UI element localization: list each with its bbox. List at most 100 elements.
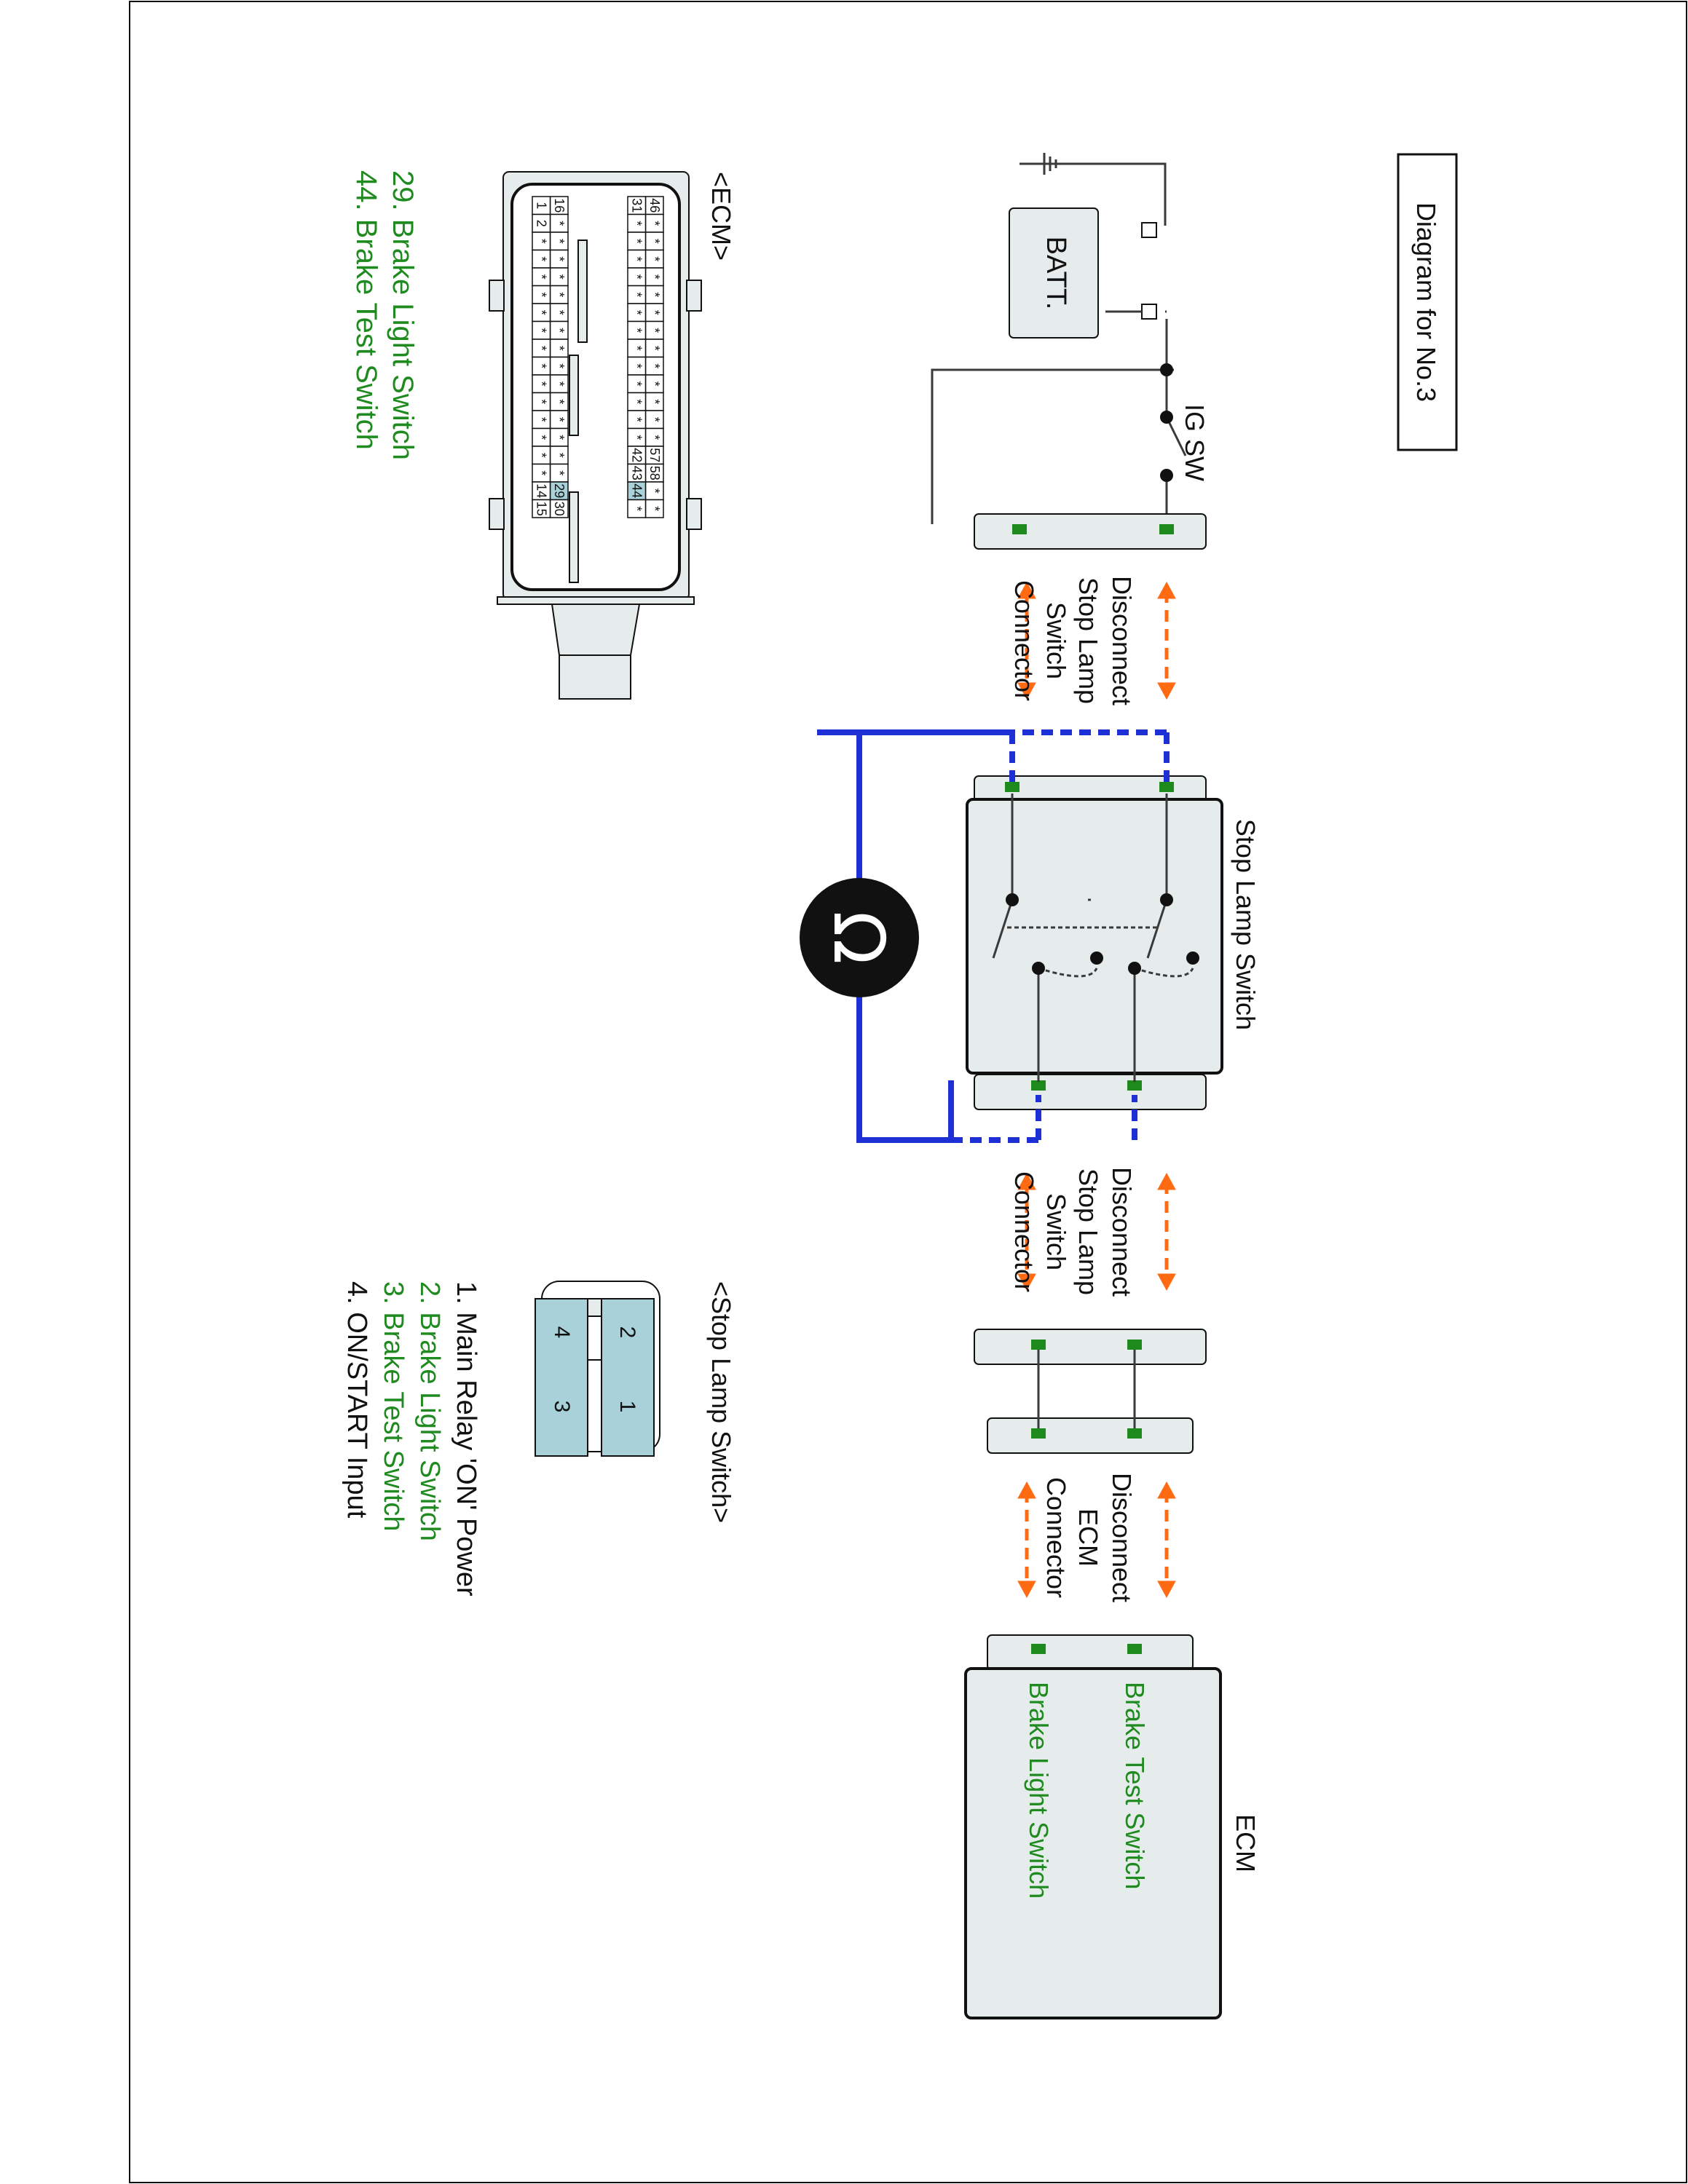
ohm-symbol: Ω [818,911,899,964]
ecm-pin-label: * [552,256,567,261]
ecm-pin-label: * [629,328,644,333]
ecm-pin-cell [532,499,551,518]
ig-switch-contact-b [1160,469,1173,482]
ohmmeter-icon [800,878,919,997]
ecm-pin-label: * [629,292,644,297]
disconnect-arrow-1 [1017,581,1176,700]
switch-contact [1128,962,1141,975]
ecm-pin-label: * [534,292,548,297]
pin-label: 3 [550,1401,574,1413]
ecm-pin-label: * [647,381,662,387]
ecm-pin-label: * [647,399,662,404]
ig-switch-contact-a [1160,411,1173,424]
legend-item: 3. Brake Test Switch [378,1281,409,1532]
ecm-pin-grid: 46*************5758**31*************4243… [532,196,664,518]
ecm-pin-label: * [629,417,644,422]
ecm-pin-cell [627,499,647,518]
ig-switch-label: IG SW [1180,404,1210,481]
switch-contact [1032,962,1045,975]
ecm-pin-label: * [647,417,662,422]
ecm-pin-label: * [534,256,548,261]
ecm-pin-label: * [534,435,548,440]
ecm-legend: 29. Brake Light Switch 44. Brake Test Sw… [350,170,419,460]
ecm-pin-label: * [629,310,644,315]
ecm-pin-label: * [629,399,644,404]
ecm-pin-label: * [534,363,548,368]
ecm-connector-housing [489,171,702,700]
terminal [1031,1644,1046,1654]
terminal [1031,1428,1046,1439]
svg-text:29. Brake Light Switch: 29. Brake Light Switch [387,170,419,460]
ecm-pin-label: * [534,346,548,351]
ecm-pin-label: * [552,470,567,475]
ecm-pin-label: * [534,239,548,244]
ecm-pin-label: * [647,346,662,351]
legend-item: 2. Brake Light Switch [414,1281,445,1541]
ecm-pin-label: * [534,310,548,315]
pin-label: 2 [615,1326,639,1339]
ecm-pin-label: * [552,292,567,297]
stop-lamp-connector-legend: 1. Main Relay 'ON' Power 2. Brake Light … [342,1281,481,1597]
ecm-pin-label: * [647,274,662,280]
ecm-pin-label: * [534,453,548,458]
disconnect-label-1: Disconnect Stop Lamp Switch Connector [1009,576,1137,705]
stop-lamp-switch-label: Stop Lamp Switch [1231,819,1261,1030]
svg-text:Disconnect: Disconnect [1107,1473,1137,1602]
ecm-pin-label: * [647,488,662,494]
terminal [1127,1080,1142,1091]
ecm-pin-label: * [534,470,548,475]
ecm-pin-label: * [629,239,644,244]
ig-switch [931,310,1187,524]
battery-ground [1019,153,1167,226]
stop-lamp-connector-housing [535,1281,660,1457]
ecm-pin-label: 43 [629,466,644,480]
svg-text:44. Brake Test Switch: 44. Brake Test Switch [350,170,382,450]
ecm-pin-label: * [552,221,567,226]
page-title: Diagram for No.3 [1411,202,1441,402]
stop-lamp-connector-title: <Stop Lamp Switch> [706,1281,736,1523]
ecm-pin-label: 1 [534,202,548,209]
ecm-pin-label: * [629,274,644,280]
svg-text:Stop Lamp: Stop Lamp [1073,577,1103,704]
ecm-connector-title: <ECM> [706,172,736,261]
terminal [1012,524,1027,534]
harness-connector-3 [987,1417,1194,1454]
pin-label: 4 [550,1326,574,1339]
ecm-pin-label: * [629,256,644,261]
ig-junction-dot [1160,363,1173,376]
title-box [1397,153,1458,451]
ecm-pin-label: * [552,453,567,458]
disconnect-arrow-2 [1017,1172,1176,1291]
ecm-pin-label: * [629,381,644,387]
ecm-pin-label: Brake Test Switch [1120,1682,1150,1889]
ecm-pin-label: * [647,292,662,297]
ecm-pin-label: * [552,417,567,422]
svg-text:Switch: Switch [1041,602,1071,679]
terminal [1127,1340,1142,1350]
ecm-pin-label: * [629,363,644,368]
terminal [1159,524,1174,534]
svg-text:Switch: Switch [1041,1193,1071,1270]
ecm-pin-label: 15 [534,502,548,516]
page-frame [129,1,1687,2183]
switch-contact [1090,951,1103,965]
ecm-pin-label: Brake Light Switch [1024,1682,1054,1899]
disconnect-label-3: Disconnect ECM Connector [1041,1473,1137,1602]
ecm-pin-label: * [552,274,567,280]
terminal [1031,1080,1046,1091]
ecm-pin-label: 31 [629,198,644,213]
ecm-pin-label: 46 [647,198,662,213]
measurement-leads [817,729,1170,1143]
ecm-pin-label: 29 [552,483,567,498]
ecm-pin-label: 2 [534,220,548,227]
ecm-pin-label: * [647,239,662,244]
ecm-pin-label: * [629,346,644,351]
pin-label: 1 [615,1401,639,1413]
svg-text:Stop Lamp: Stop Lamp [1073,1168,1103,1295]
legend-item: 4. ON/START Input [342,1281,372,1519]
ecm-pin-label: * [534,381,548,387]
ecm-pin-label: * [647,310,662,315]
ecm-pin-label: * [534,274,548,280]
terminal [1159,782,1174,792]
